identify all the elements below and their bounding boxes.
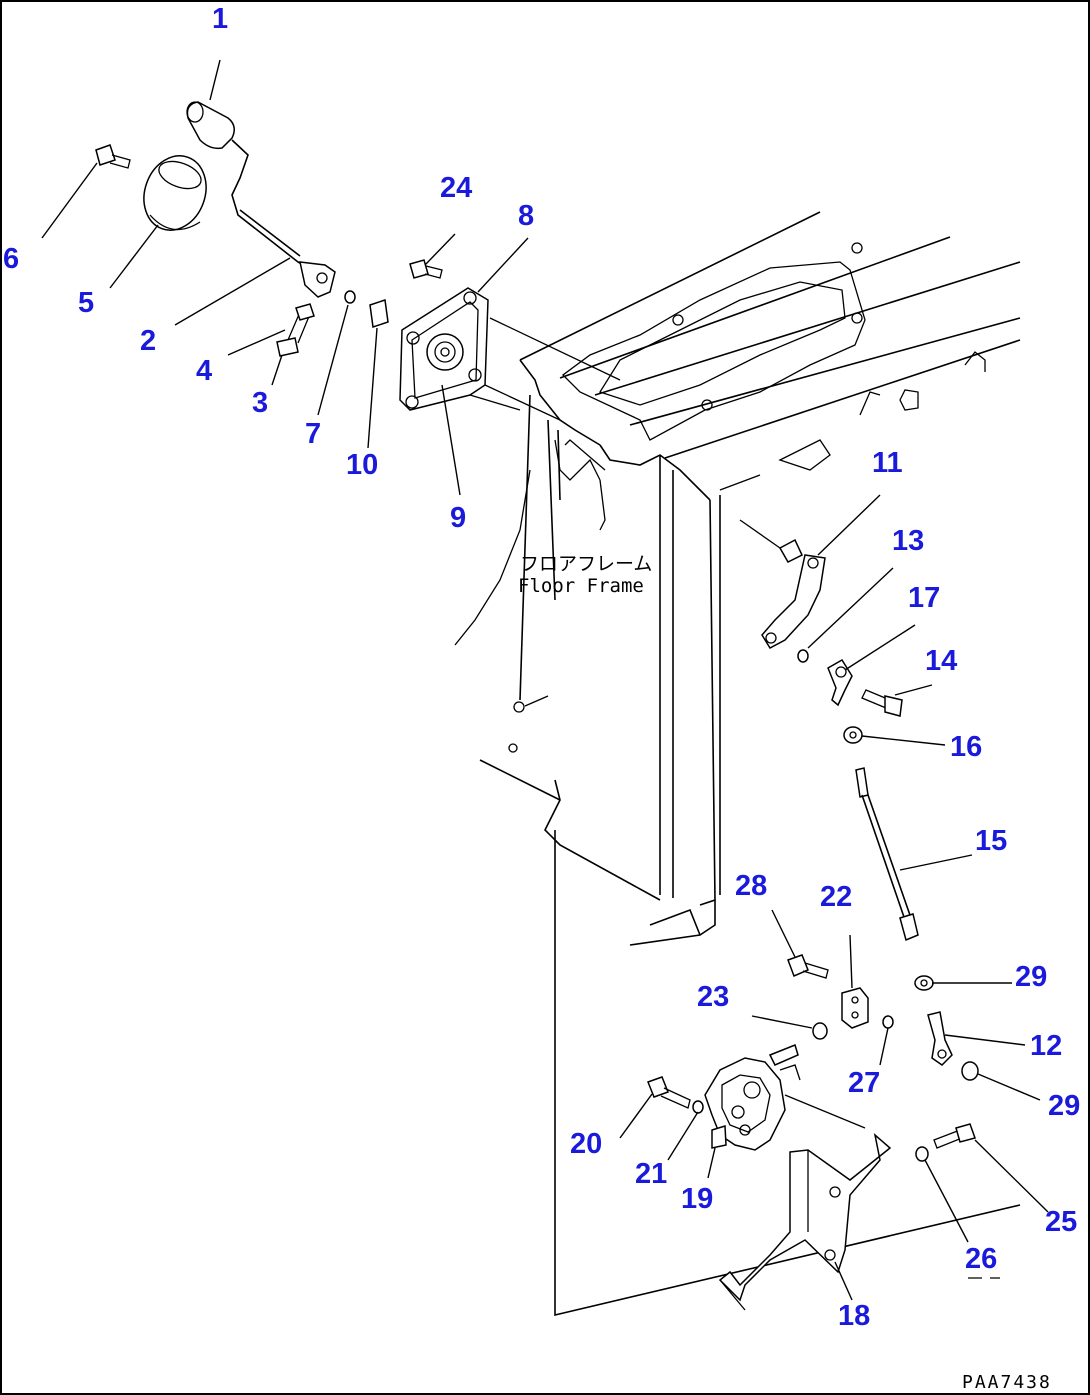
part-16-nut xyxy=(843,726,863,744)
part-23-nut xyxy=(812,1022,828,1040)
leader-lines xyxy=(41,59,1049,1301)
part-26-washer xyxy=(915,1146,929,1162)
callout-7: 7 xyxy=(305,418,321,450)
callout-16: 16 xyxy=(950,731,982,763)
part-7-washer xyxy=(344,290,356,304)
part-22-block xyxy=(841,987,869,1029)
part-8-bracket-plate xyxy=(399,287,621,421)
callout-3: 3 xyxy=(252,387,268,419)
part-2-lever-arm xyxy=(299,261,336,298)
drawing-code: PAA7438 xyxy=(962,1372,1052,1393)
callout-29-upper: 29 xyxy=(1015,961,1047,993)
part-21-washer xyxy=(692,1100,704,1114)
callout-12: 12 xyxy=(1030,1030,1062,1062)
callout-1: 1 xyxy=(212,3,228,35)
callout-26: 26 xyxy=(965,1243,997,1275)
callout-18: 18 xyxy=(838,1300,870,1332)
part-11-link-arm xyxy=(739,519,826,649)
callout-25: 25 xyxy=(1045,1206,1077,1238)
callout-22: 22 xyxy=(820,881,852,913)
part-27-washer xyxy=(882,1015,894,1029)
part-14-bolt xyxy=(861,689,903,717)
callout-24: 24 xyxy=(440,172,472,204)
callout-23: 23 xyxy=(697,981,729,1013)
callout-11: 11 xyxy=(872,447,903,479)
frame-label-jp: フロアフレーム xyxy=(520,553,652,575)
callout-19: 19 xyxy=(681,1183,713,1215)
frame-label-en: Floor Frame xyxy=(518,575,644,597)
part-13-washer xyxy=(797,649,809,663)
part-24-bolt xyxy=(409,259,443,279)
callout-4: 4 xyxy=(196,355,212,387)
callout-5: 5 xyxy=(78,287,94,319)
part-callouts: 1 2 3 4 5 6 7 8 9 10 11 12 13 14 15 16 1… xyxy=(3,3,1080,1332)
callout-20: 20 xyxy=(570,1128,602,1160)
callout-15: 15 xyxy=(975,825,1007,857)
part-20-bolt xyxy=(647,1076,691,1109)
callout-10: 10 xyxy=(346,449,378,481)
callout-28: 28 xyxy=(735,870,767,902)
callout-21: 21 xyxy=(635,1158,667,1190)
callout-29-lower: 29 xyxy=(1048,1090,1080,1122)
callout-8: 8 xyxy=(518,200,534,232)
part-3-4-bolt xyxy=(276,303,315,357)
part-6-bolt xyxy=(95,144,131,169)
part-29-nut-upper xyxy=(914,975,934,991)
callout-13: 13 xyxy=(892,525,924,557)
callout-27: 27 xyxy=(848,1067,880,1099)
callout-14: 14 xyxy=(925,645,957,677)
callout-2: 2 xyxy=(140,325,156,357)
part-17-rod-end xyxy=(827,658,853,707)
part-28-bolt xyxy=(787,954,829,979)
part-25-bolt xyxy=(933,1123,976,1149)
callout-9: 9 xyxy=(450,502,466,534)
callout-17: 17 xyxy=(908,582,940,614)
part-5-boot xyxy=(143,155,207,231)
part-12-rod-end xyxy=(927,1011,953,1066)
part-10-bushing xyxy=(369,299,389,328)
part-18-bracket xyxy=(718,1132,892,1311)
part-1-lever-knob xyxy=(186,101,313,271)
floor-frame: フロアフレーム Floor Frame xyxy=(454,211,1021,1317)
part-29-nut-lower xyxy=(961,1061,979,1081)
part-15-rod xyxy=(855,767,919,942)
part-19-valve-assembly xyxy=(704,1043,866,1151)
callout-6: 6 xyxy=(3,243,19,275)
